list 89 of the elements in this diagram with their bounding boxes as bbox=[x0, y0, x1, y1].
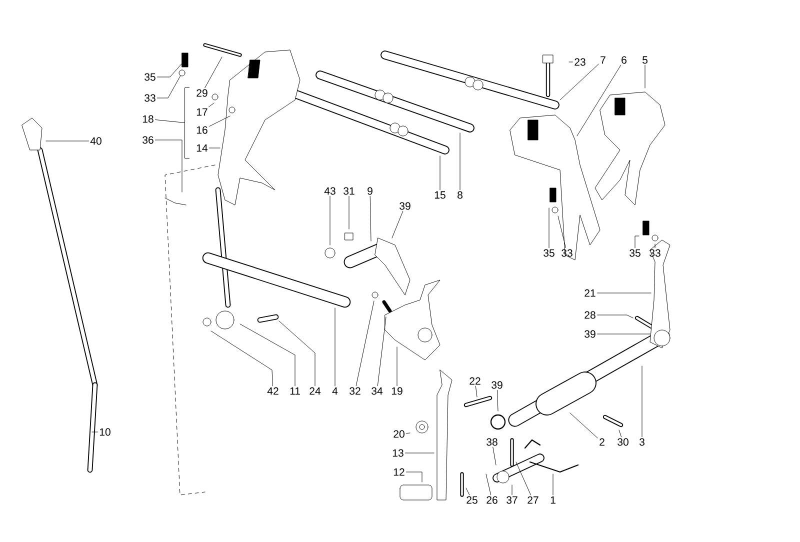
callout-number: 17 bbox=[196, 108, 208, 116]
leader-line bbox=[618, 430, 622, 438]
leader-line bbox=[548, 208, 550, 248]
leader-line bbox=[210, 330, 273, 386]
callout-number: 30 bbox=[618, 438, 628, 446]
callout-number: 40 bbox=[90, 137, 102, 145]
callout-number: 24 bbox=[310, 387, 321, 395]
callout-number: 42 bbox=[267, 387, 278, 395]
callout-number: 35 bbox=[144, 73, 156, 81]
leader-line bbox=[370, 196, 372, 242]
callout-number: 9 bbox=[368, 187, 372, 195]
callout-number: 1 bbox=[550, 496, 556, 504]
callout-number: 33 bbox=[144, 94, 156, 102]
leader-line bbox=[406, 432, 410, 434]
callout-number: 29 bbox=[196, 89, 208, 97]
callout-number: 5 bbox=[642, 56, 648, 64]
leader-line bbox=[240, 324, 296, 386]
callout-number: 36 bbox=[142, 136, 154, 144]
leader-line bbox=[356, 300, 374, 386]
leader-line bbox=[516, 462, 531, 496]
leader-line bbox=[654, 244, 656, 248]
leader-line bbox=[558, 216, 566, 248]
leader-line bbox=[46, 140, 89, 142]
leader-line bbox=[466, 488, 470, 496]
callout-number: 32 bbox=[350, 387, 360, 395]
callout-number: 22 bbox=[470, 377, 480, 385]
callout-number: 12 bbox=[394, 468, 404, 476]
leader-line bbox=[392, 210, 404, 238]
callout-number: 38 bbox=[486, 438, 498, 446]
leader-line bbox=[377, 316, 386, 386]
callout-number: 6 bbox=[622, 56, 626, 64]
leader-line bbox=[396, 346, 398, 386]
callout-number: 2 bbox=[600, 438, 604, 446]
spring bbox=[182, 52, 188, 68]
leader-line bbox=[278, 320, 316, 386]
callout-number: 35 bbox=[544, 249, 554, 257]
leader-line bbox=[597, 292, 652, 294]
callout-number: 14 bbox=[196, 144, 208, 152]
callout-number: 28 bbox=[584, 311, 596, 319]
leader-line bbox=[597, 314, 634, 318]
leader-line bbox=[155, 140, 182, 192]
callout-number: 13 bbox=[392, 449, 404, 457]
leader-line bbox=[348, 196, 350, 230]
leader-line bbox=[552, 474, 554, 496]
callout-number: 3 bbox=[639, 438, 644, 446]
leader-line bbox=[634, 236, 640, 248]
callout-number: 15 bbox=[434, 191, 446, 199]
leader-line bbox=[155, 120, 185, 123]
callout-number: 26 bbox=[486, 496, 498, 504]
callout-number: 11 bbox=[290, 387, 300, 395]
leader-line bbox=[209, 116, 230, 127]
callout-number: 21 bbox=[584, 289, 596, 297]
leader-line bbox=[208, 102, 214, 108]
leader-line bbox=[560, 64, 599, 100]
callout-number: 39 bbox=[400, 202, 410, 210]
callout-number: 27 bbox=[528, 496, 538, 504]
leader-line bbox=[334, 308, 336, 386]
callout-number: 35 bbox=[630, 249, 640, 257]
leader-line bbox=[157, 63, 182, 78]
leader-line bbox=[496, 390, 498, 412]
leader-line bbox=[405, 452, 434, 454]
callout-number: 8 bbox=[458, 191, 462, 199]
callout-number: 39 bbox=[492, 381, 502, 389]
callout-number: 16 bbox=[196, 126, 208, 134]
leader-line bbox=[570, 412, 598, 438]
callout-number: 33 bbox=[562, 249, 572, 257]
leader-line bbox=[475, 386, 478, 398]
callout-number: 25 bbox=[466, 496, 478, 504]
leader-line bbox=[486, 474, 492, 496]
leader-line bbox=[576, 64, 622, 136]
leader-line bbox=[406, 472, 422, 482]
callout-number: 39 bbox=[584, 330, 596, 338]
leader-line bbox=[204, 56, 222, 88]
callout-number: 37 bbox=[506, 496, 518, 504]
callout-number: 33 bbox=[650, 249, 660, 257]
callout-number: 10 bbox=[100, 428, 110, 436]
callout-number: 19 bbox=[392, 387, 402, 395]
bracket bbox=[184, 88, 190, 158]
callout-number: 34 bbox=[372, 387, 383, 395]
callout-number: 4 bbox=[332, 387, 338, 395]
leader-line bbox=[492, 446, 496, 466]
callout-number: 31 bbox=[344, 187, 354, 195]
callout-number: 23 bbox=[574, 58, 586, 66]
callout-number: 18 bbox=[142, 115, 154, 123]
callout-number: 43 bbox=[324, 187, 336, 195]
callout-number: 20 bbox=[394, 430, 404, 438]
leader-line bbox=[644, 64, 646, 88]
callout-number: 7 bbox=[600, 56, 606, 64]
leader-line bbox=[157, 76, 181, 98]
